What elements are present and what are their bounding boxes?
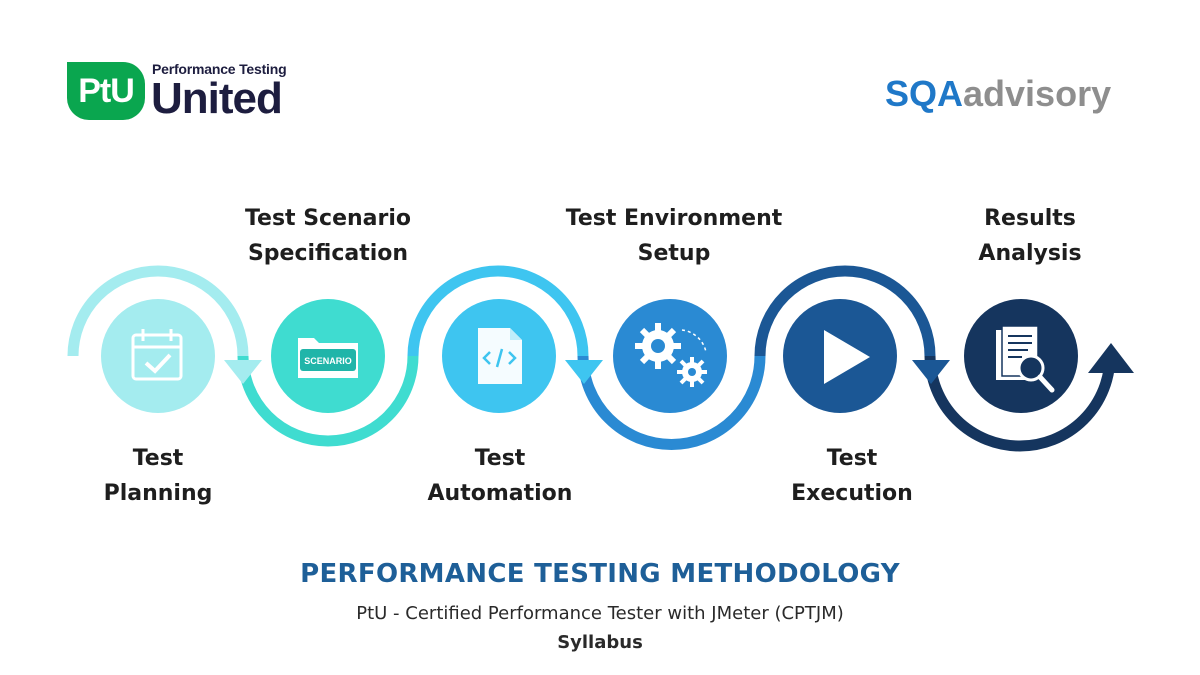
- arrowhead-end: [1088, 343, 1134, 373]
- ribbon-arc-5: [754, 265, 936, 357]
- play-icon: [824, 330, 870, 384]
- step-circle-test-planning: [101, 299, 215, 413]
- ribbon-arc-6: [924, 355, 1116, 452]
- ptu-logo-subtitle: Performance Testing: [152, 61, 287, 77]
- code-file-icon: [478, 328, 522, 384]
- ribbon-arc-4: [577, 355, 766, 450]
- arrowhead-1: [224, 360, 262, 384]
- ptu-logo-badge: PtU: [67, 62, 145, 120]
- arrowhead-3: [565, 360, 603, 384]
- step-circle-results-analysis: [964, 299, 1078, 413]
- ribbon-arc-3: [407, 265, 589, 357]
- sqa-logo-part1: SQA: [885, 73, 964, 114]
- step-circle-test-execution: [783, 299, 897, 413]
- ribbon-arc-2: [237, 355, 419, 447]
- sqa-logo-part2: advisory: [963, 73, 1112, 114]
- step-circle-test-environment-setup: [613, 299, 727, 413]
- sqa-advisory-logo: SQAadvisory: [885, 74, 1111, 114]
- gears-icon: [635, 323, 707, 387]
- certification-subtitle: PtU - Certified Performance Tester with …: [356, 603, 844, 624]
- methodology-title: PERFORMANCE TESTING METHODOLOGY: [300, 559, 900, 589]
- syllabus-label: Syllabus: [557, 632, 643, 653]
- ribbon-arc-1: [67, 265, 249, 357]
- scenario-folder-icon: [298, 338, 358, 378]
- flow-ribbon: [67, 265, 1116, 452]
- arrowhead-5: [912, 360, 950, 384]
- calendar-check-icon: [131, 329, 183, 381]
- scenario-badge-text: SCENARIO: [304, 356, 352, 366]
- step-circle-test-automation: [442, 299, 556, 413]
- ptu-logo-name: United: [151, 74, 283, 123]
- report-search-icon: [996, 325, 1055, 393]
- step-circle-test-scenario-specification: SCENARIO: [271, 299, 385, 413]
